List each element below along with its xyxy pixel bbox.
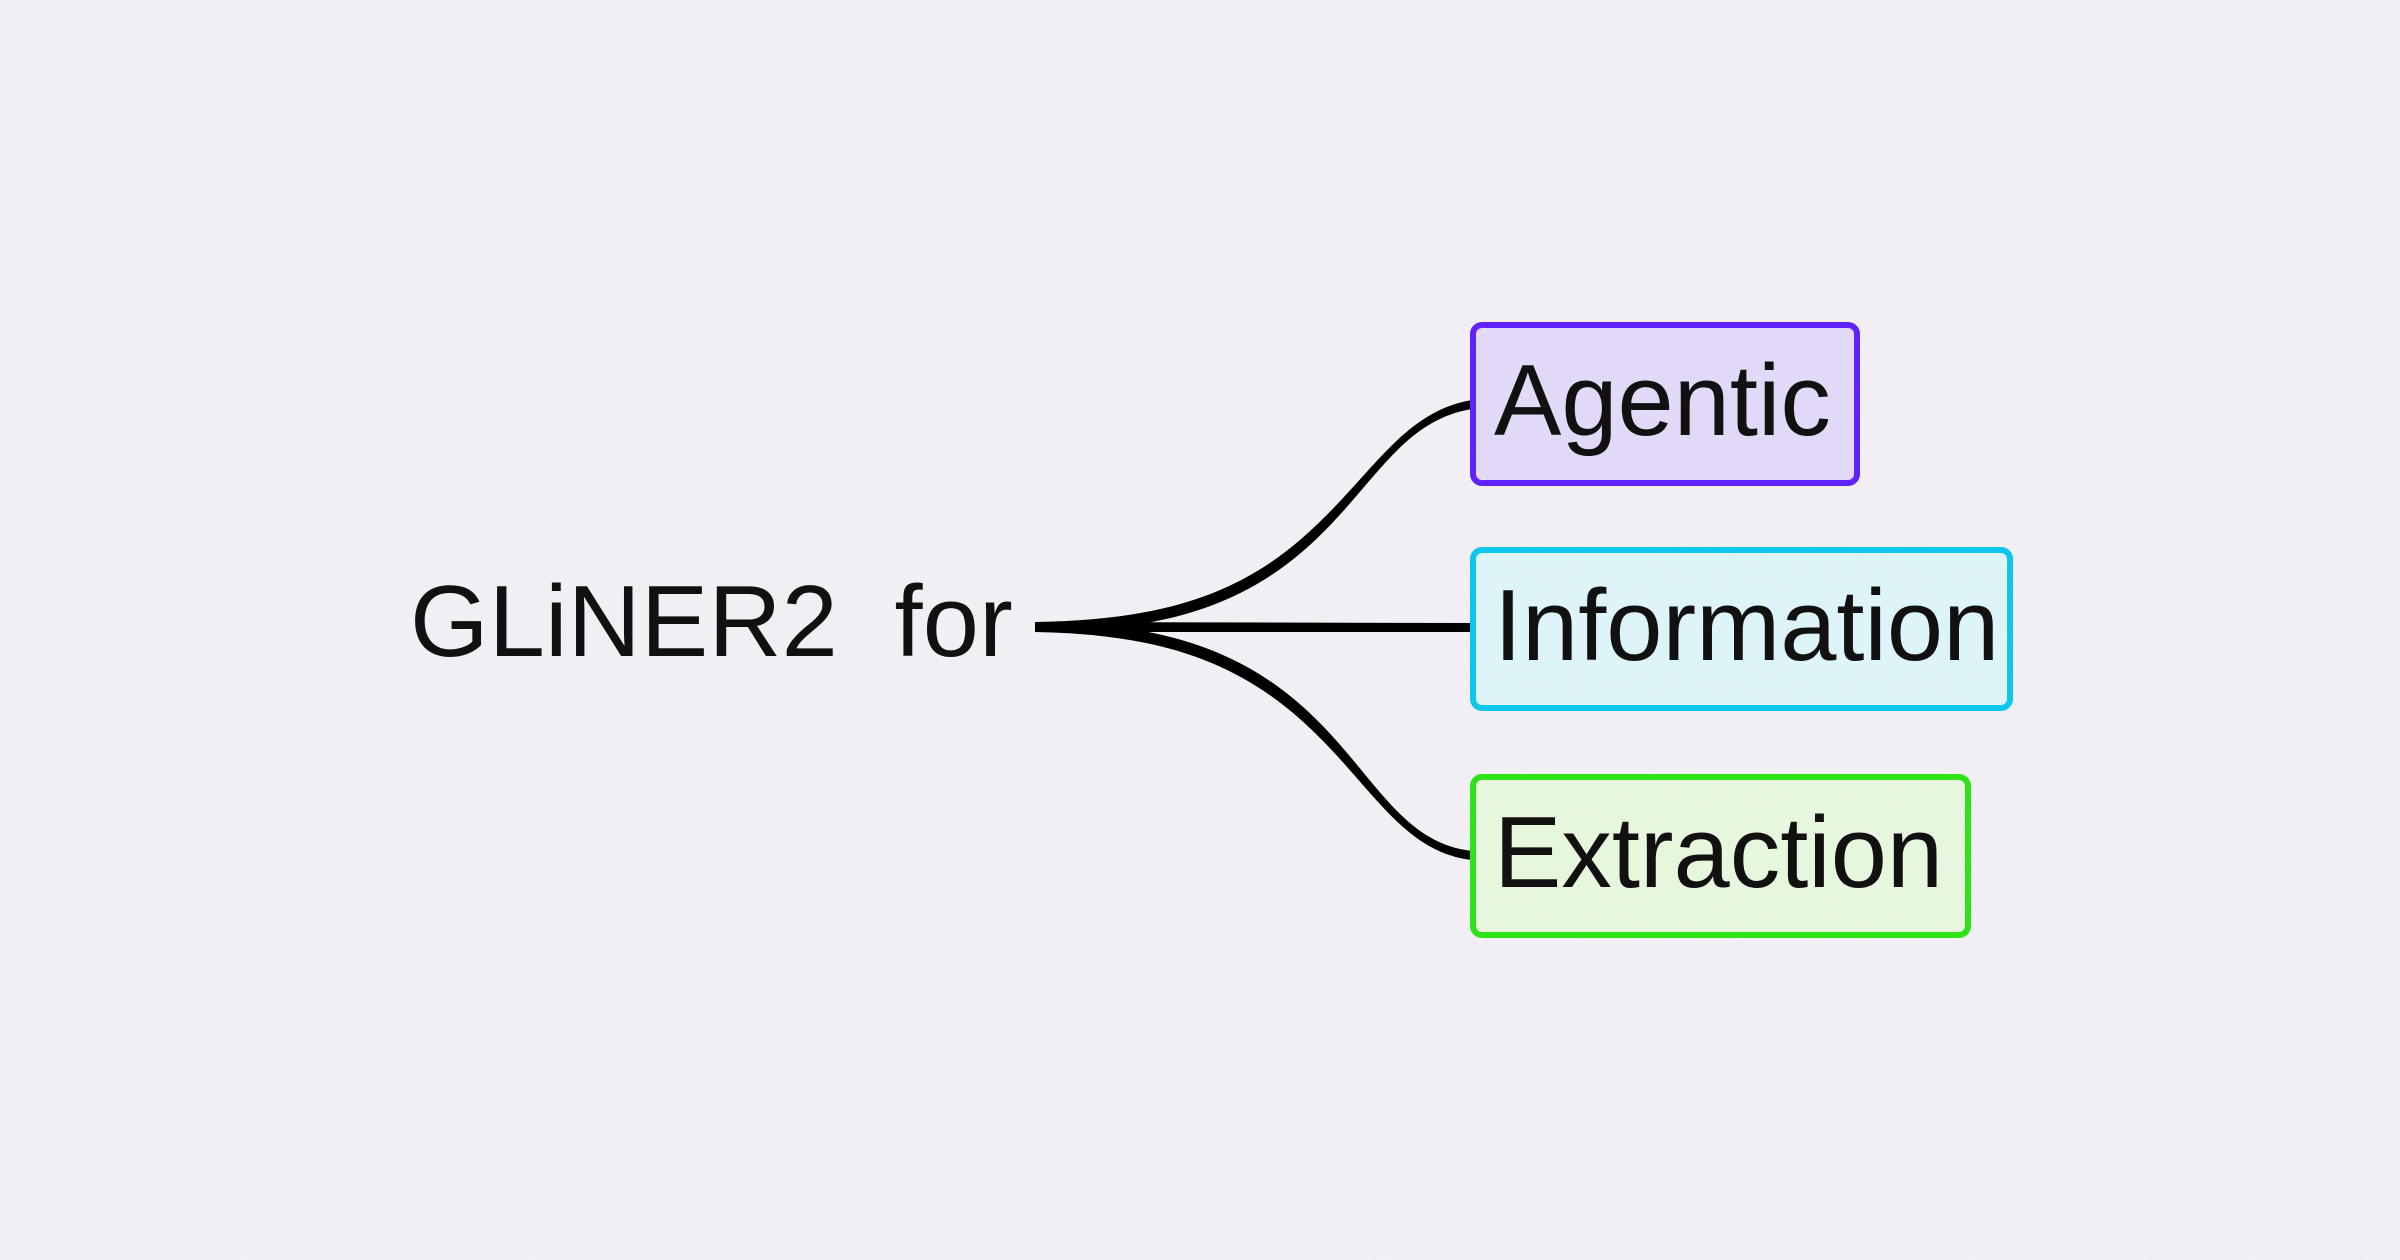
root-label: GLiNER2 for xyxy=(410,566,1013,678)
node-information[interactable]: Information xyxy=(1470,547,2013,711)
node-extraction[interactable]: Extraction xyxy=(1470,774,1971,938)
node-agentic-label: Agentic xyxy=(1494,344,1831,457)
branch-curve-extraction xyxy=(1035,622,1472,860)
node-information-label: Information xyxy=(1494,569,2000,682)
node-agentic[interactable]: Agentic xyxy=(1470,322,1860,486)
branch-curve-agentic xyxy=(1035,400,1472,632)
node-extraction-label: Extraction xyxy=(1494,796,1944,909)
